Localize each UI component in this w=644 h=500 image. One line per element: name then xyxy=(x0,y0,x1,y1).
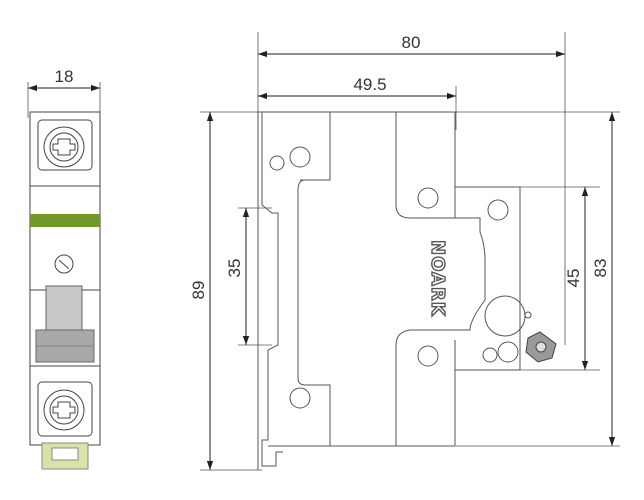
bottom-terminal-box xyxy=(37,381,93,437)
dimension-lines xyxy=(206,50,616,470)
side-rear-profile xyxy=(261,112,283,467)
bottom-screw-outer xyxy=(43,389,85,431)
side-hole-4 xyxy=(487,199,509,221)
front-view: 18 xyxy=(27,67,101,470)
side-hole-7 xyxy=(497,341,519,363)
side-hole-1 xyxy=(269,155,285,171)
front-green-band xyxy=(30,214,100,227)
side-hole-5 xyxy=(484,295,526,337)
dimension-labels: 80 49.5 89 35 45 83 xyxy=(189,33,610,299)
indicator-screw xyxy=(54,254,74,274)
side-hole-10 xyxy=(524,311,532,319)
side-body-outline xyxy=(258,111,521,447)
dim-80-label: 80 xyxy=(402,33,421,52)
bottom-screw-inner xyxy=(49,395,79,425)
toggle-lever-top xyxy=(45,285,83,333)
dim-35-label: 35 xyxy=(225,259,244,278)
top-screw-outer xyxy=(43,126,85,168)
dim-83-label: 83 xyxy=(591,259,610,278)
dim-49-5-label: 49.5 xyxy=(353,75,386,94)
side-dimensions xyxy=(200,32,620,471)
indicator-slot xyxy=(58,259,70,270)
dim-45-label: 45 xyxy=(564,269,583,288)
brand-logo-text: NOARK xyxy=(427,240,448,317)
side-inner-recess xyxy=(297,112,486,446)
dim-89-label: 89 xyxy=(189,281,208,300)
top-screw-inner xyxy=(49,132,79,162)
top-terminal-box xyxy=(37,119,93,171)
side-hole-3 xyxy=(417,187,439,209)
side-view xyxy=(257,111,557,470)
front-width-label: 18 xyxy=(55,67,74,86)
din-clip-window xyxy=(51,447,79,461)
side-hole-2 xyxy=(289,146,311,168)
front-body xyxy=(29,111,101,446)
side-hole-8 xyxy=(417,345,439,367)
toggle-knob-pivot xyxy=(535,341,547,353)
side-hole-6 xyxy=(482,347,498,363)
bottom-screw-cross-icon xyxy=(52,401,76,419)
side-hole-9 xyxy=(289,387,311,409)
top-screw-cross-icon xyxy=(52,138,76,156)
